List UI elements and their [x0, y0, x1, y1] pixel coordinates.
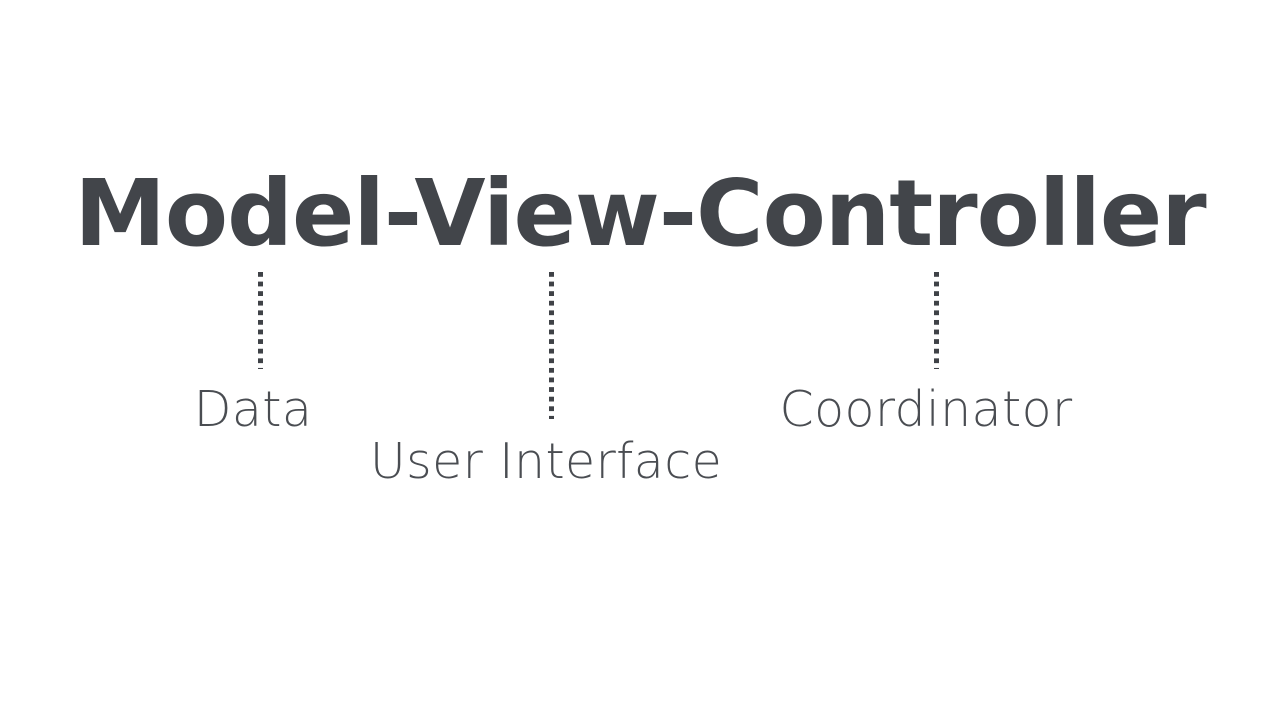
label-controller-coordinator: Coordinator: [779, 381, 1073, 438]
page-title: Model-View-Controller: [74, 160, 1206, 267]
label-model-data: Data: [193, 381, 313, 438]
label-view-user-interface: User Interface: [369, 433, 723, 490]
dotted-connector-model: [258, 272, 263, 369]
dotted-connector-controller: [934, 272, 939, 369]
dotted-connector-view: [549, 272, 554, 419]
